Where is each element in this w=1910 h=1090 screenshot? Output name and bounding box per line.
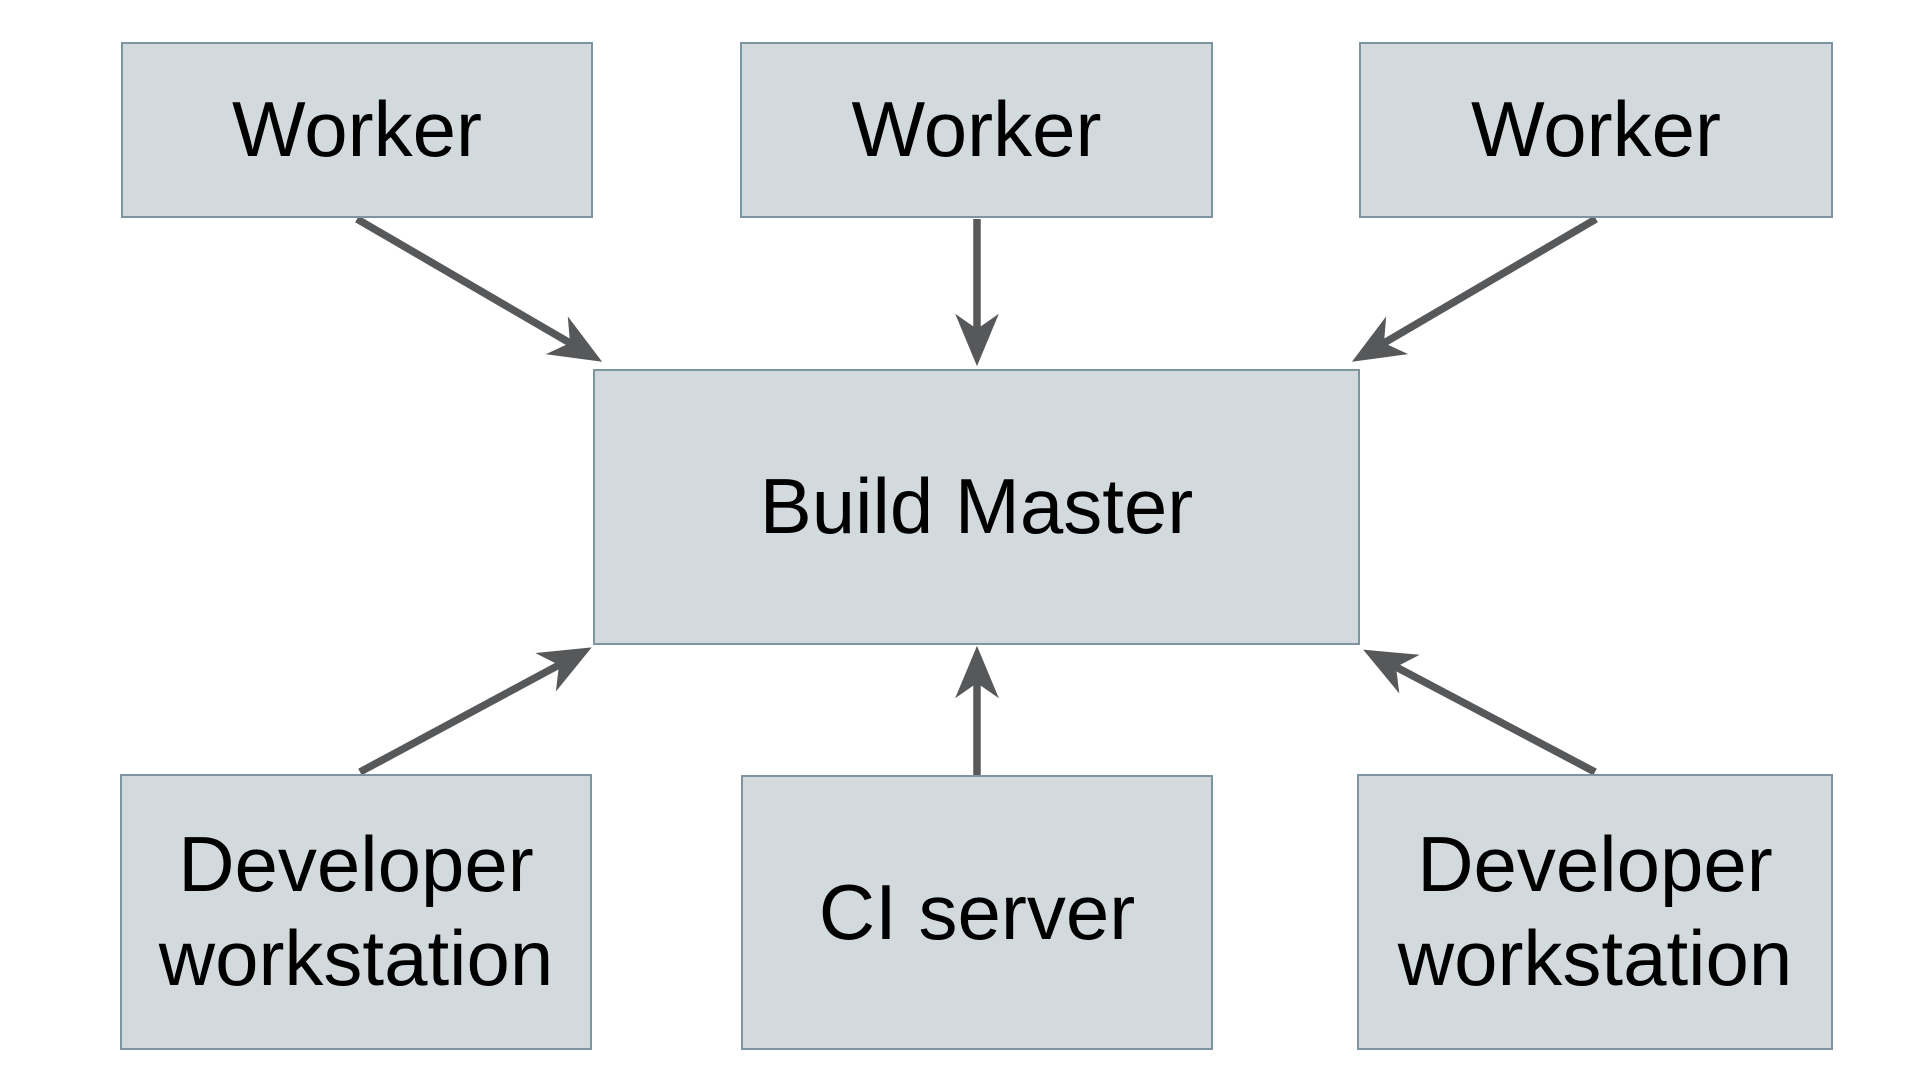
node-build-master: Build Master [593, 369, 1360, 645]
arrow-worker1-to-buildmaster [355, 215, 603, 362]
node-worker-3: Worker [1359, 42, 1833, 218]
node-worker-1-label: Worker [232, 85, 482, 174]
node-worker-3-label: Worker [1471, 85, 1721, 174]
node-worker-2-label: Worker [851, 85, 1102, 174]
arrow-devws-left-to-buildmaster [358, 647, 592, 776]
node-build-master-label: Build Master [759, 462, 1194, 551]
node-ci-server: CI server [741, 775, 1213, 1050]
node-developer-workstation-right-label: Developer workstation [1397, 820, 1793, 1002]
arrow-worker3-to-buildmaster [1351, 215, 1598, 362]
arrow-devws-right-to-buildmaster [1363, 649, 1597, 776]
node-developer-workstation-right: Developer workstation [1357, 774, 1833, 1050]
node-ci-server-label: CI server [818, 867, 1136, 956]
node-worker-2: Worker [740, 42, 1213, 218]
node-developer-workstation-left-label: Developer workstation [158, 820, 554, 1002]
node-worker-1: Worker [121, 42, 593, 218]
node-developer-workstation-left: Developer workstation [120, 774, 592, 1050]
